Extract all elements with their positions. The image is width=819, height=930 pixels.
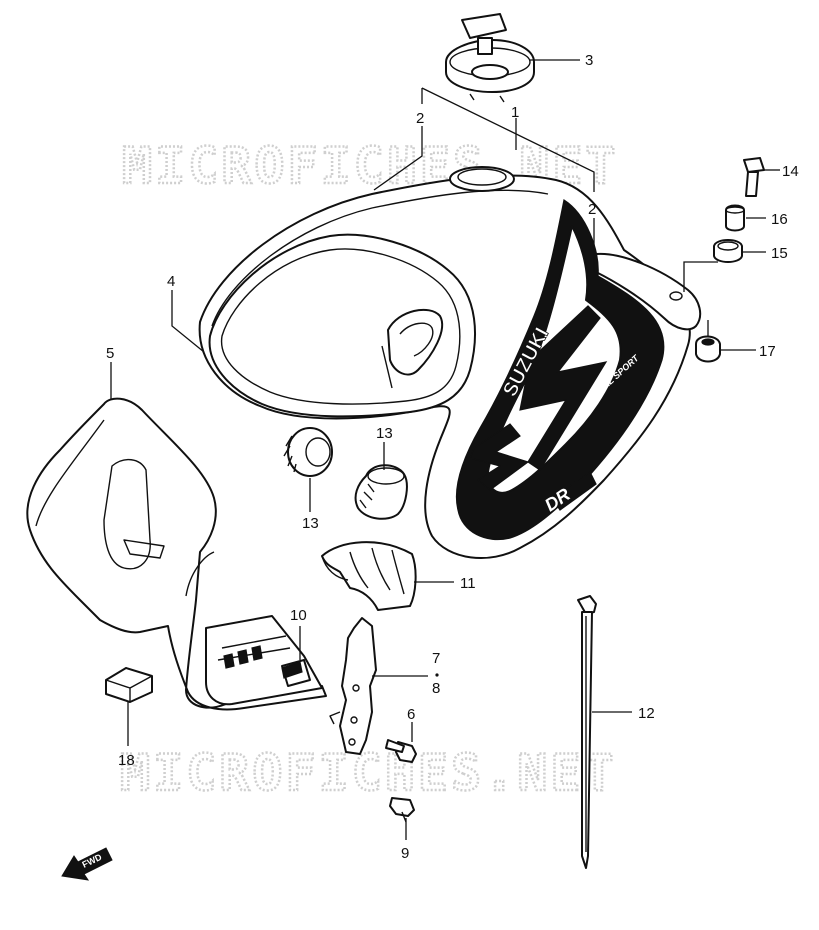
callout-2-top: 2 (416, 110, 424, 127)
callout-8: 8 (432, 680, 440, 697)
callout-16: 16 (771, 211, 788, 228)
callout-18: 18 (118, 752, 135, 769)
callout-13-right: 13 (376, 425, 393, 442)
callout-15: 15 (771, 245, 788, 262)
fwd-arrow-icon: FWD (61, 847, 113, 881)
bolt-14[interactable] (743, 157, 765, 197)
part-10-pad[interactable] (281, 659, 311, 687)
callout-6: 6 (407, 706, 415, 723)
part-18-block[interactable] (105, 667, 153, 703)
callout-3: 3 (585, 52, 593, 69)
callout-5: 5 (106, 345, 114, 362)
callout-7: 7 (432, 650, 440, 667)
watermark-bottom: MICROFICHES.NET (120, 744, 617, 802)
callout-10: 10 (290, 607, 307, 624)
callout-numbers: 1 2 2 3 4 5 6 7 8 9 10 11 12 13 13 14 15… (106, 52, 799, 862)
fuel-tank[interactable]: SUZUKI DUAL SPORT DR (198, 166, 702, 559)
callout-2-right: 2 (588, 201, 596, 218)
part-13-cushion-left[interactable] (283, 427, 333, 477)
grommet-17[interactable] (695, 335, 721, 363)
callout-12: 12 (638, 705, 655, 722)
callout-4: 4 (167, 273, 175, 290)
leader-lines (110, 59, 780, 840)
fuel-cap[interactable] (445, 13, 535, 103)
callout-1: 1 (511, 104, 519, 121)
callout-9: 9 (401, 845, 409, 862)
callout-11: 11 (460, 575, 476, 592)
cable-tie[interactable] (577, 595, 597, 869)
callout-separator-dot (435, 673, 439, 677)
part-13-cushion-right[interactable] (354, 464, 408, 520)
callout-17: 17 (759, 343, 776, 360)
front-cover[interactable] (26, 397, 327, 711)
callout-14: 14 (782, 163, 799, 180)
grommet-15[interactable] (713, 239, 743, 263)
callout-13-left: 13 (302, 515, 319, 532)
collar-16[interactable] (725, 204, 745, 232)
bolt-6[interactable] (385, 739, 417, 763)
part-11-damper[interactable] (321, 541, 417, 611)
bracket[interactable] (329, 617, 377, 755)
bolt-9[interactable] (389, 797, 415, 823)
